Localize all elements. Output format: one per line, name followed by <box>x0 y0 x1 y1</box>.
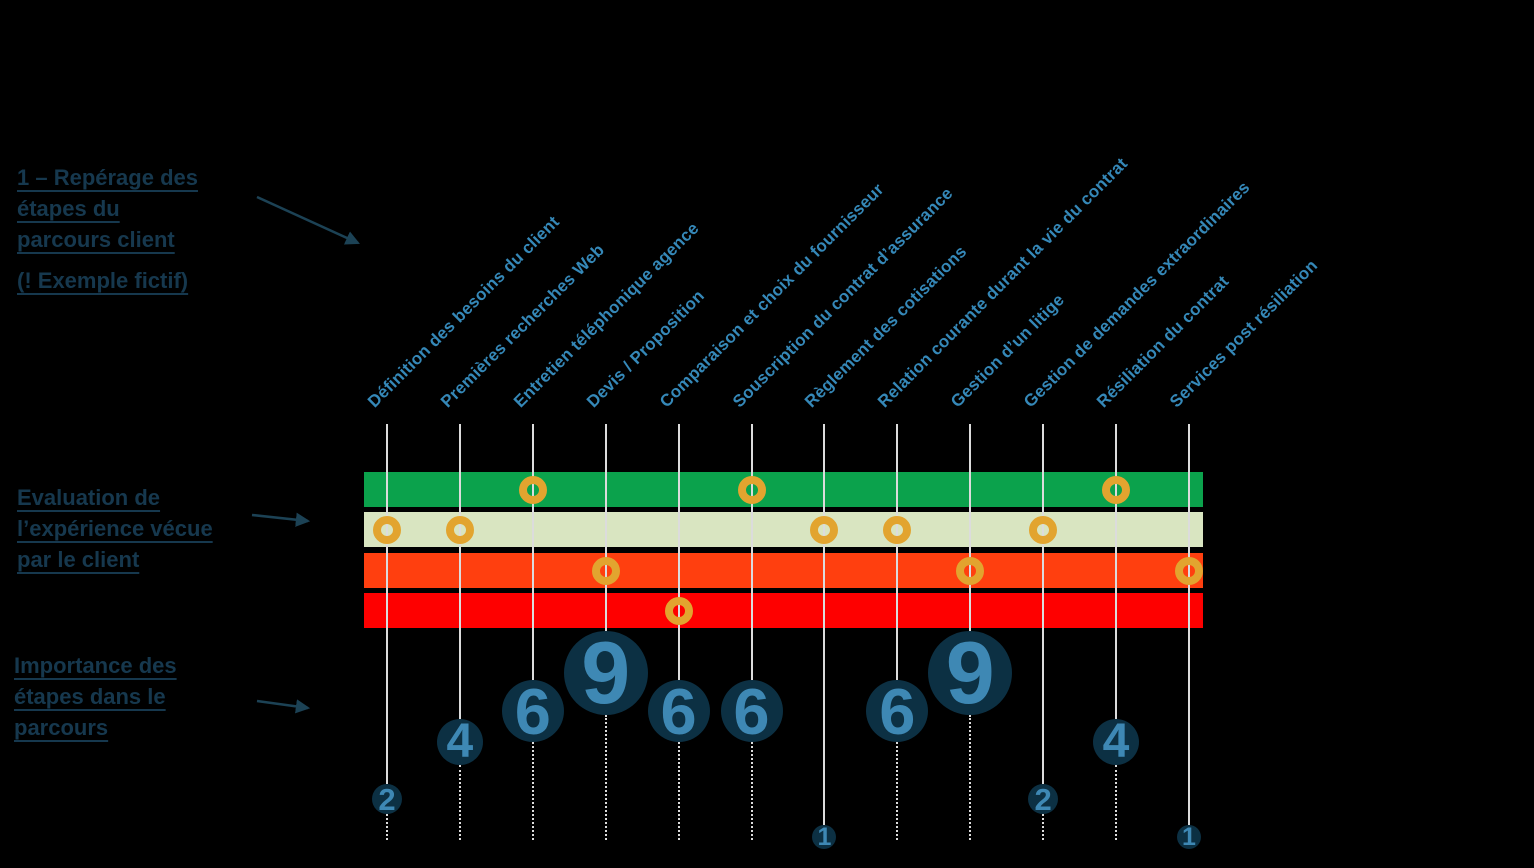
experience-marker <box>1174 556 1203 585</box>
stage-guide-line-dotted <box>677 742 680 840</box>
importance-circle: 9 <box>563 623 648 722</box>
stage-guide-line-dotted <box>458 765 461 840</box>
evaluation-arrow <box>251 512 311 527</box>
importance-annotation: Importance des étapes dans le parcours <box>14 650 177 743</box>
stage-guide-line <box>458 424 461 719</box>
stage-guide-line <box>531 424 534 680</box>
stage-guide-line <box>386 424 388 784</box>
experience-marker <box>591 556 620 585</box>
importance-circle: 1 <box>1176 822 1201 851</box>
step1-arrow <box>256 195 360 245</box>
importance-circle: 6 <box>720 674 783 748</box>
evaluation-annotation: Evaluation de l’expérience vécue par le … <box>17 482 213 575</box>
stage-guide-line-dotted <box>604 715 607 840</box>
stage-guide-line-dotted <box>750 742 753 840</box>
experience-band-worst <box>364 593 1203 628</box>
importance-circle: 4 <box>436 715 483 768</box>
experience-band-best <box>364 472 1203 507</box>
importance-arrow <box>256 699 311 714</box>
step1-line-2: étapes du <box>17 196 120 221</box>
importance-line-3: parcours <box>14 715 109 740</box>
importance-circle: 6 <box>866 674 929 748</box>
experience-marker <box>737 476 766 504</box>
evaluation-line-3: par le client <box>17 547 140 572</box>
stage-guide-line-dotted <box>896 742 899 840</box>
step1-annotation: 1 – Repérage des étapes du parcours clie… <box>17 162 198 296</box>
experience-marker <box>1102 476 1130 504</box>
importance-line-2: étapes dans le <box>14 684 166 709</box>
stage-guide-line <box>823 424 826 825</box>
importance-circle: 6 <box>647 674 710 748</box>
stage-guide-line <box>1187 424 1190 825</box>
evaluation-line-1: Evaluation de <box>17 485 161 510</box>
importance-value: 1 <box>1181 822 1196 851</box>
importance-circle: 1 <box>812 822 837 851</box>
importance-circle: 6 <box>501 674 564 748</box>
experience-marker <box>518 476 547 504</box>
stage-guide-line-dotted <box>1042 814 1045 840</box>
stage-guide-line <box>750 424 753 680</box>
experience-marker <box>1029 516 1058 544</box>
importance-circle: 2 <box>372 781 402 817</box>
example-note: (! Exemple fictif) <box>17 268 189 293</box>
stage-guide-line <box>896 424 899 680</box>
stage-guide-line-dotted <box>969 715 972 840</box>
stage-guide-line <box>604 424 607 631</box>
importance-circle: 2 <box>1028 781 1059 817</box>
importance-value: 2 <box>1034 781 1052 817</box>
experience-band-poor <box>364 553 1203 588</box>
importance-value: 4 <box>446 715 474 768</box>
importance-line-1: Importance des <box>14 653 177 678</box>
stage-guide-line <box>1042 424 1045 784</box>
stage-guide-line-dotted <box>531 742 534 840</box>
experience-band-good <box>364 512 1203 547</box>
importance-circle: 4 <box>1093 715 1139 768</box>
stage-guide-line-dotted <box>1115 765 1117 840</box>
stage-guide-line <box>677 424 680 680</box>
importance-value: 6 <box>514 674 551 748</box>
experience-marker <box>810 516 839 544</box>
importance-value: 6 <box>879 674 916 748</box>
experience-marker <box>956 556 985 585</box>
importance-value: 6 <box>733 674 770 748</box>
importance-value: 2 <box>378 781 396 817</box>
step1-line-3: parcours client <box>17 227 175 252</box>
experience-marker <box>373 516 401 544</box>
experience-marker <box>883 516 912 544</box>
importance-value: 9 <box>945 623 995 722</box>
stage-guide-line-dotted <box>386 814 388 840</box>
importance-value: 9 <box>581 623 631 722</box>
experience-marker <box>664 596 693 625</box>
importance-value: 1 <box>817 822 832 851</box>
stage-guide-line <box>1115 424 1117 719</box>
experience-marker <box>445 516 474 544</box>
importance-value: 6 <box>660 674 697 748</box>
importance-value: 4 <box>1102 715 1130 768</box>
stage-guide-line <box>969 424 972 631</box>
step1-line-1: 1 – Repérage des <box>17 165 198 190</box>
importance-circle: 9 <box>928 623 1013 722</box>
evaluation-line-2: l’expérience vécue <box>17 516 213 541</box>
